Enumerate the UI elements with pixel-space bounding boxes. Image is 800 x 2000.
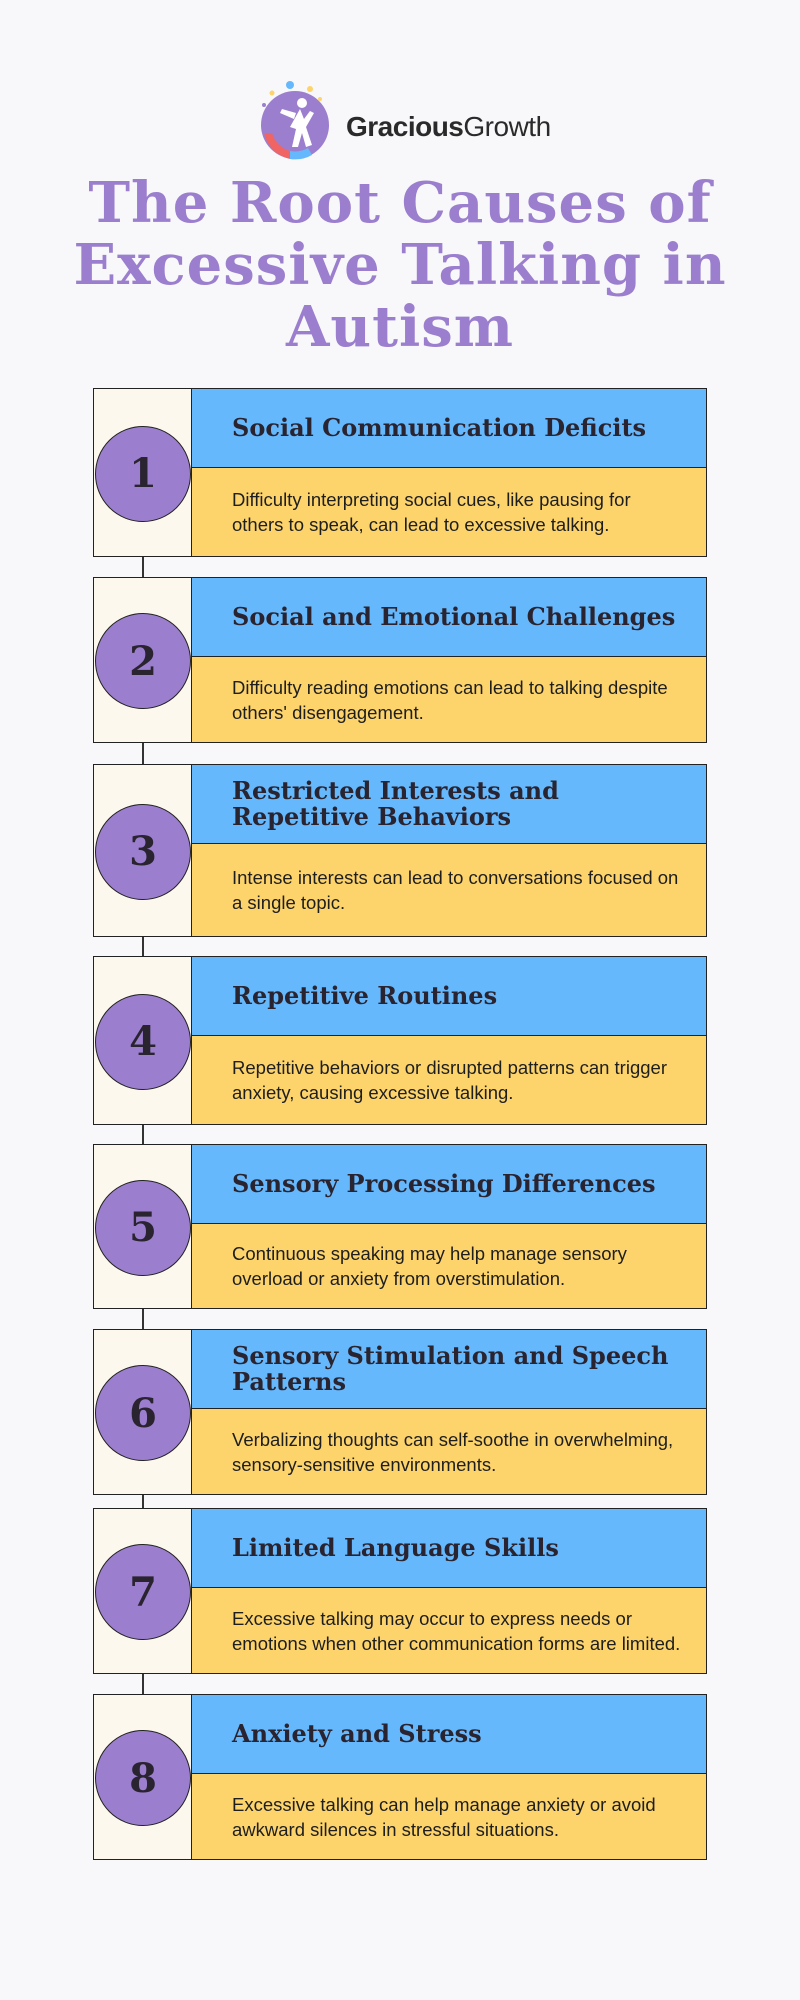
cause-header: Repetitive Routines (192, 957, 706, 1036)
cause-description-panel: Excessive talking may occur to express n… (192, 1588, 706, 1673)
cause-heading: Restricted Interests and Repetitive Beha… (232, 776, 559, 831)
cause-number-badge: 2 (95, 613, 191, 709)
cause-description-panel: Excessive talking can help manage anxiet… (192, 1774, 706, 1859)
cause-header: Anxiety and Stress (192, 1695, 706, 1774)
cause-header: Restricted Interests and Repetitive Beha… (192, 765, 706, 844)
cause-heading: Social Communication Deficits (232, 413, 647, 442)
cause-header: Social and Emotional Challenges (192, 578, 706, 657)
cause-description: Difficulty reading emotions can lead to … (232, 676, 668, 723)
cause-description-panel: Continuous speaking may help manage sens… (192, 1224, 706, 1308)
brand-logo: GraciousGrowth (250, 75, 560, 165)
cause-number-badge: 7 (95, 1544, 191, 1640)
cause-description: Excessive talking may occur to express n… (232, 1607, 681, 1654)
cause-header: Social Communication Deficits (192, 389, 706, 468)
cause-heading: Repetitive Routines (232, 981, 498, 1010)
cause-header: Sensory Stimulation and Speech Patterns (192, 1330, 706, 1409)
cause-description-panel: Repetitive behaviors or disrupted patter… (192, 1036, 706, 1124)
cause-description: Excessive talking can help manage anxiet… (232, 1793, 656, 1840)
cause-number-badge: 6 (95, 1365, 191, 1461)
cause-number-badge: 3 (95, 803, 191, 900)
page-title: The Root Causes of Excessive Talking in … (73, 170, 727, 360)
brand-name: GraciousGrowth (346, 111, 551, 142)
cause-header: Limited Language Skills (192, 1509, 706, 1588)
cause-description-panel: Difficulty interpreting social cues, lik… (192, 468, 706, 556)
cause-description-panel: Intense interests can lead to conversati… (192, 844, 706, 936)
cause-description-panel: Verbalizing thoughts can self-soothe in … (192, 1409, 706, 1494)
cause-heading: Limited Language Skills (232, 1533, 559, 1562)
cause-description: Continuous speaking may help manage sens… (232, 1243, 627, 1289)
cause-description-panel: Difficulty reading emotions can lead to … (192, 657, 706, 742)
cause-heading: Social and Emotional Challenges (232, 602, 676, 631)
cause-header: Sensory Processing Differences (192, 1145, 706, 1224)
child-jumping-logo-icon (261, 81, 329, 160)
cause-description: Repetitive behaviors or disrupted patter… (232, 1057, 667, 1103)
cause-number-badge: 4 (95, 993, 191, 1090)
cause-description: Intense interests can lead to conversati… (232, 867, 679, 913)
cause-card: Restricted Interests and Repetitive Beha… (93, 764, 707, 937)
cause-number-badge: 8 (95, 1730, 191, 1826)
cause-heading: Sensory Processing Differences (232, 1169, 656, 1198)
cause-number-badge: 5 (95, 1179, 191, 1276)
cause-heading: Anxiety and Stress (232, 1719, 482, 1748)
cause-description: Difficulty interpreting social cues, lik… (232, 489, 631, 535)
cause-number-badge: 1 (95, 425, 191, 522)
cause-description: Verbalizing thoughts can self-soothe in … (232, 1428, 674, 1475)
cause-heading: Sensory Stimulation and Speech Patterns (232, 1341, 669, 1396)
